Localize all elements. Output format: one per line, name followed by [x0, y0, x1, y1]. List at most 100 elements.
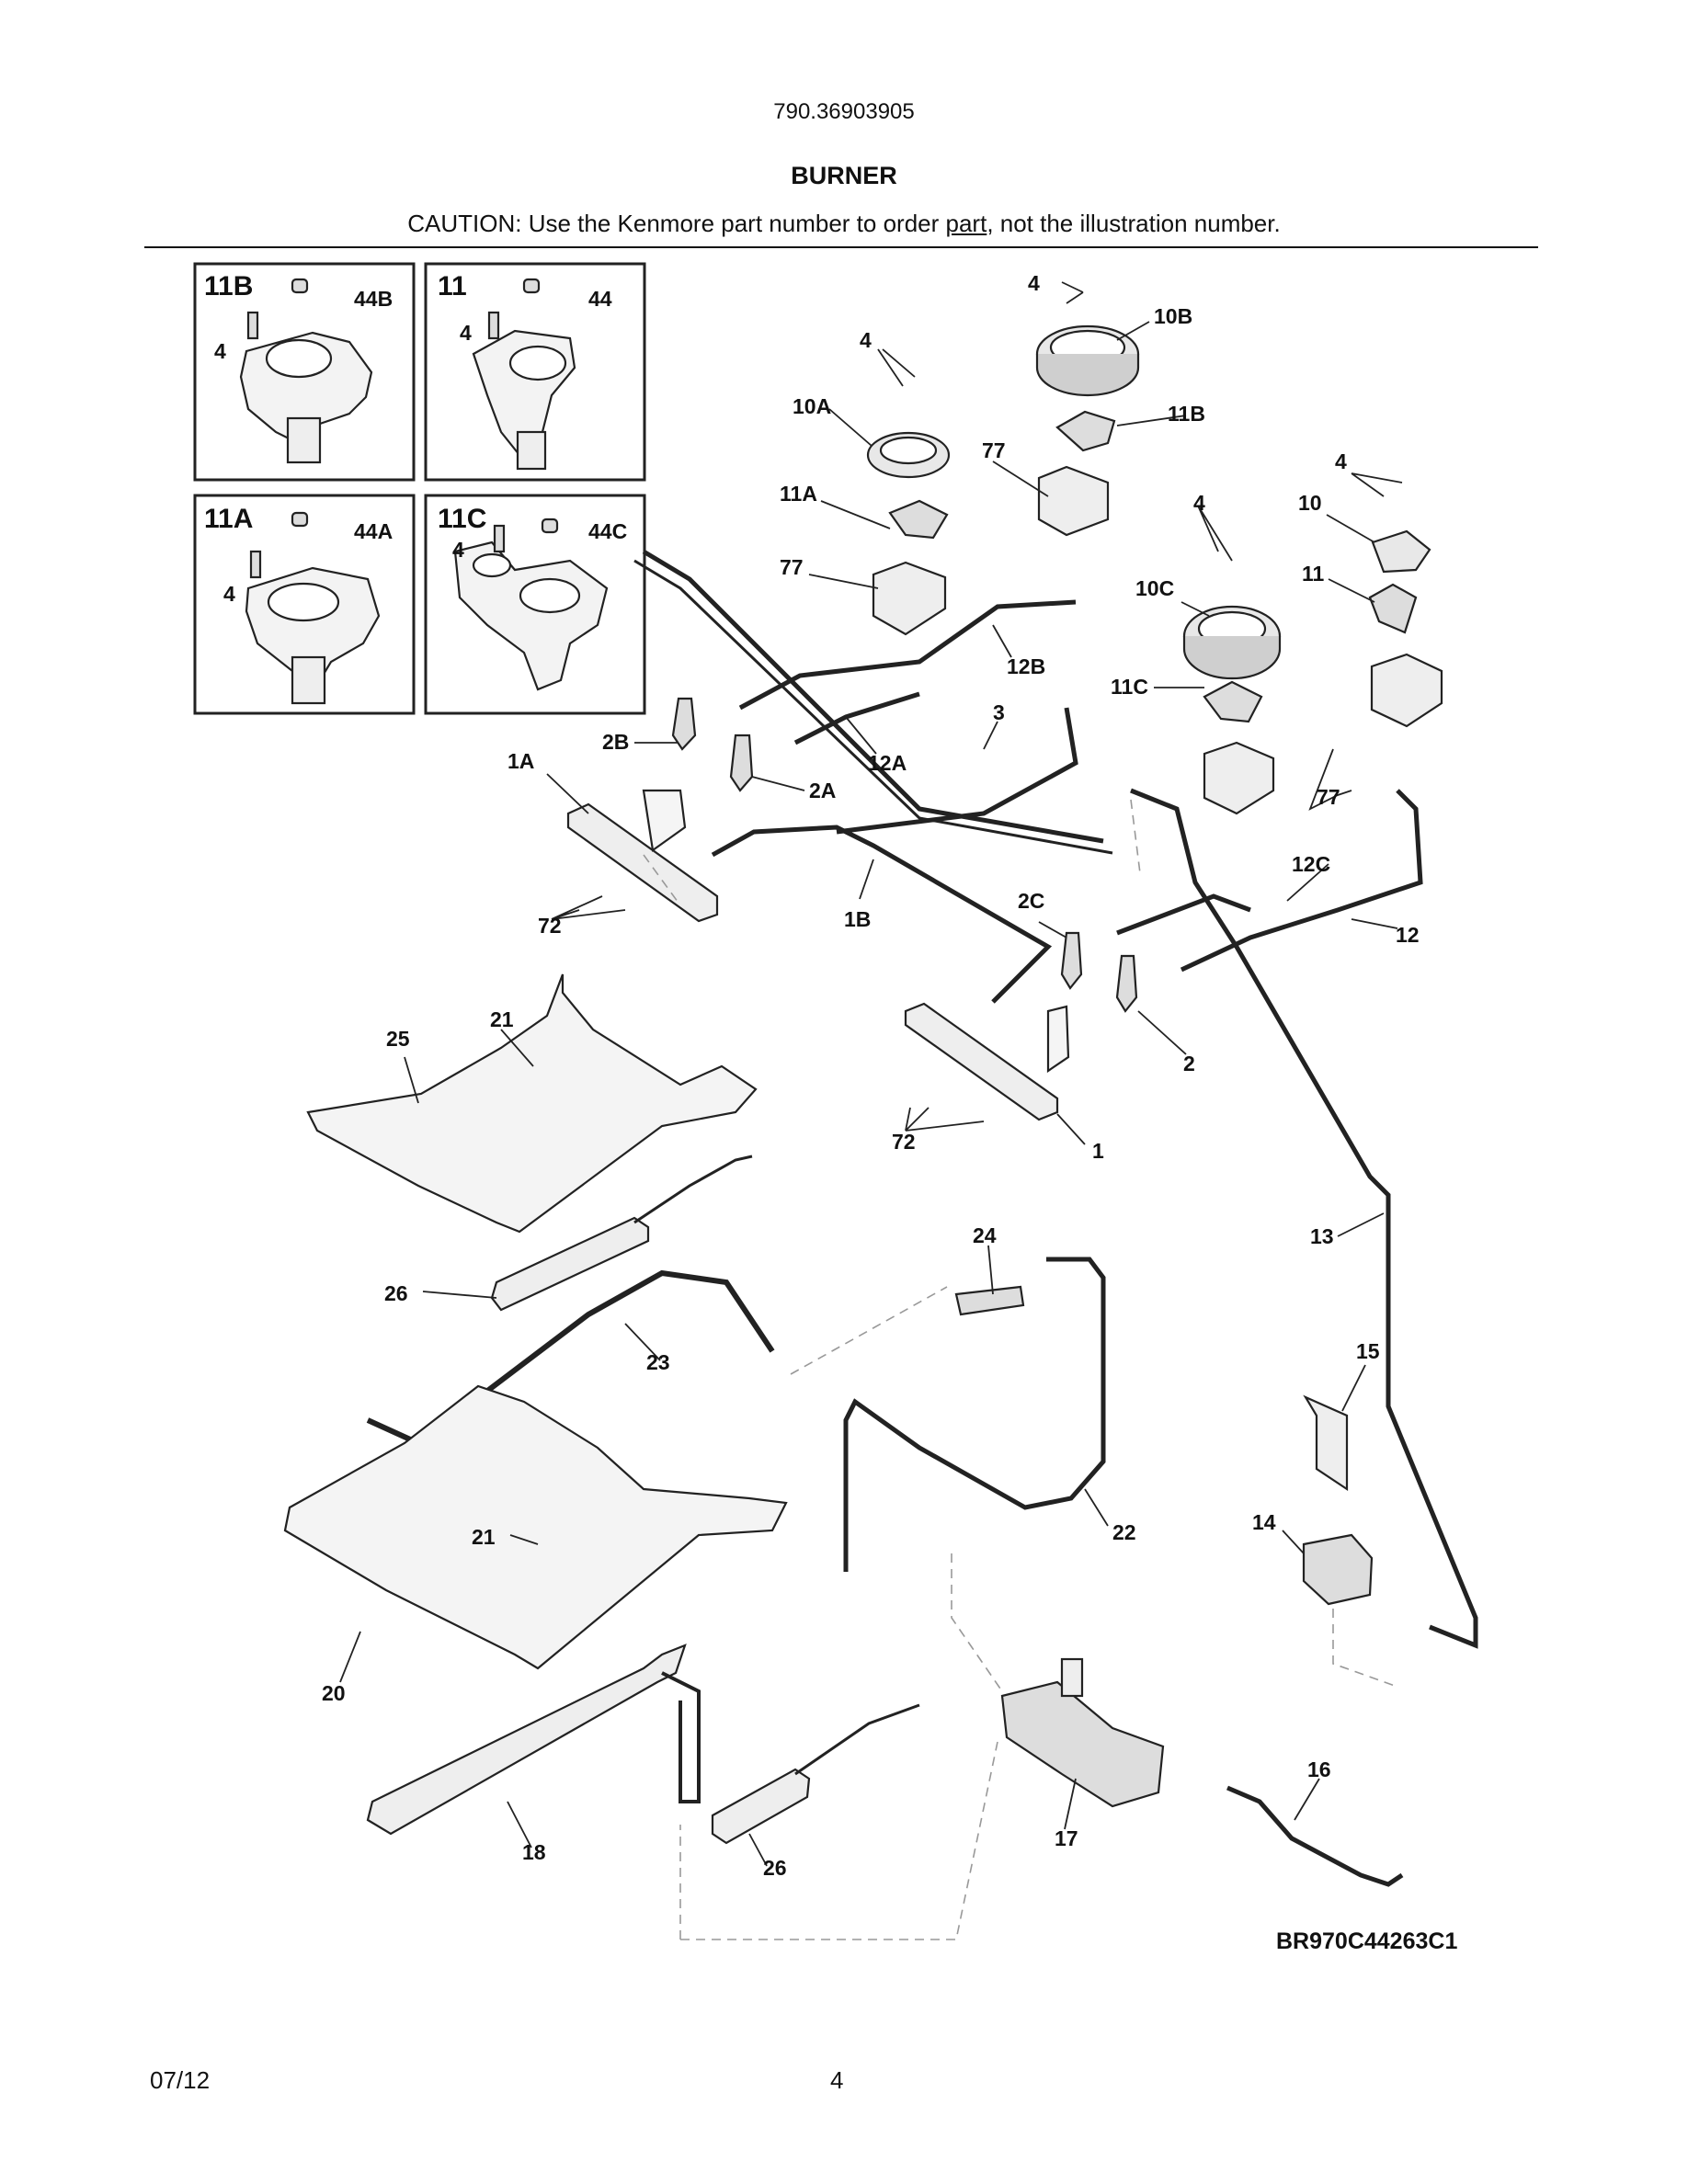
burner-head-10a [866, 431, 951, 479]
manifold-1a-bracket [642, 789, 687, 852]
part-label: 72 [892, 1130, 916, 1154]
part-label: 4 [1335, 449, 1347, 473]
part-label: 10 [1298, 491, 1322, 515]
inset-title-11b: 11B [204, 271, 253, 301]
part-label: 1 [1092, 1139, 1104, 1163]
caution-part-link: part [945, 210, 987, 237]
part-label: 2A [809, 779, 836, 802]
part-label: 72 [538, 914, 562, 938]
inset-panel-11b [193, 262, 416, 482]
part-label: 11 [1302, 562, 1325, 586]
part-label: 77 [982, 438, 1006, 462]
inset-title-11a: 11A [204, 504, 253, 534]
footer-page-number: 4 [830, 2066, 844, 2094]
valve-2a [729, 734, 754, 792]
inset-label-44a: 44A [354, 519, 393, 543]
part-label: 3 [993, 700, 1005, 724]
part-label: 10C [1135, 576, 1174, 600]
part-label: 12A [868, 751, 907, 775]
manifold-1 [904, 1002, 1059, 1121]
part-label: 21 [490, 1007, 514, 1031]
part-label: 26 [384, 1281, 408, 1305]
igniter-wire-upper [633, 1155, 753, 1224]
part-label: 77 [1317, 785, 1340, 809]
burner-base-11a [888, 499, 949, 540]
part-label: 13 [1310, 1224, 1334, 1248]
model-number: 790.36903905 [773, 99, 915, 124]
part-label: 2 [1183, 1052, 1195, 1075]
part-label: 21 [472, 1525, 496, 1549]
part-label: 77 [780, 555, 804, 579]
page-title: BURNER [791, 162, 897, 189]
burner-base-11b [1055, 410, 1116, 452]
part-label: 10A [793, 394, 831, 418]
burner-head-10b [1035, 324, 1140, 397]
burner-tube-23 [366, 1269, 775, 1447]
oven-burner-18 [366, 1644, 687, 1836]
heat-shield-25 [306, 973, 758, 1234]
part-labels: 4 10B 4 10A 11B 77 4 10 11A 4 11 77 10C … [322, 271, 1420, 1880]
bracket-15 [1303, 1394, 1349, 1492]
footer-date: 07/12 [150, 2066, 211, 2094]
caution-suffix: , not the illustration number. [987, 210, 1281, 237]
part-label: 11A [780, 482, 817, 506]
inset-label-4-11b: 4 [214, 339, 226, 363]
part-label: 22 [1112, 1520, 1136, 1544]
inset-panel-11c [424, 494, 646, 715]
safety-valve-17 [1000, 1680, 1165, 1808]
part-label: 20 [322, 1681, 346, 1705]
tube-3b [633, 559, 1113, 855]
heat-shield-20 [283, 1384, 788, 1670]
caution-note: CAUTION: Use the Kenmore part number to … [0, 210, 1688, 238]
orifice-24 [954, 1285, 1025, 1316]
part-label: 11C [1111, 675, 1148, 699]
burner-head-10 [1371, 529, 1431, 574]
bracket-77-a [1037, 465, 1110, 537]
part-label: 24 [973, 1223, 997, 1247]
manifold-1a [566, 802, 719, 923]
tube-1b [711, 825, 1053, 1004]
burner-base-11c [1203, 680, 1263, 723]
safety-valve-17-port [1060, 1657, 1084, 1698]
tube-12b [738, 599, 1077, 711]
valve-2 [1115, 954, 1138, 1013]
part-label: 11B [1168, 402, 1205, 426]
part-label: 12C [1292, 852, 1330, 876]
part-label: 23 [646, 1350, 670, 1374]
part-label: 2C [1018, 889, 1044, 913]
part-label: 15 [1356, 1339, 1380, 1363]
igniter-wire-lower [794, 1703, 920, 1776]
bracket-77-d [1370, 653, 1443, 728]
oven-burner-18-tube [661, 1671, 701, 1803]
tube-13 [1130, 788, 1478, 1649]
part-label: 1B [844, 907, 871, 931]
tube-16 [1226, 1785, 1404, 1887]
inset-label-44c: 44C [588, 519, 627, 543]
part-label: 26 [763, 1856, 787, 1880]
part-label: 12B [1007, 654, 1045, 678]
inset-panel-11a [193, 494, 416, 715]
header-rule [144, 246, 1538, 248]
tube-12 [1180, 789, 1423, 973]
part-label: 12 [1396, 923, 1420, 947]
bracket-77-c [1203, 741, 1275, 815]
part-label: 18 [522, 1840, 546, 1864]
inset-title-11c: 11C [438, 504, 486, 534]
caution-prefix: CAUTION: Use the Kenmore part number to … [407, 210, 946, 237]
figure-code: BR970C44263C1 [1276, 1928, 1458, 1954]
inset-labels: 11B 44B 4 11 44 4 11A 44A 4 11C 44C 4 [204, 271, 627, 606]
inset-panel-11 [424, 262, 646, 482]
burner-head-10c [1182, 605, 1282, 680]
inset-label-44: 44 [588, 287, 612, 311]
part-label: 1A [508, 749, 534, 773]
part-label: 14 [1252, 1510, 1276, 1534]
regulator-14 [1302, 1533, 1374, 1606]
tube-3 [642, 549, 1104, 844]
part-label: 4 [1193, 491, 1205, 515]
igniter-26-lower [711, 1768, 811, 1845]
part-label: 17 [1055, 1826, 1078, 1850]
part-label: 16 [1307, 1757, 1331, 1781]
part-label: 4 [1028, 271, 1040, 295]
inset-label-4-11a: 4 [223, 582, 235, 606]
